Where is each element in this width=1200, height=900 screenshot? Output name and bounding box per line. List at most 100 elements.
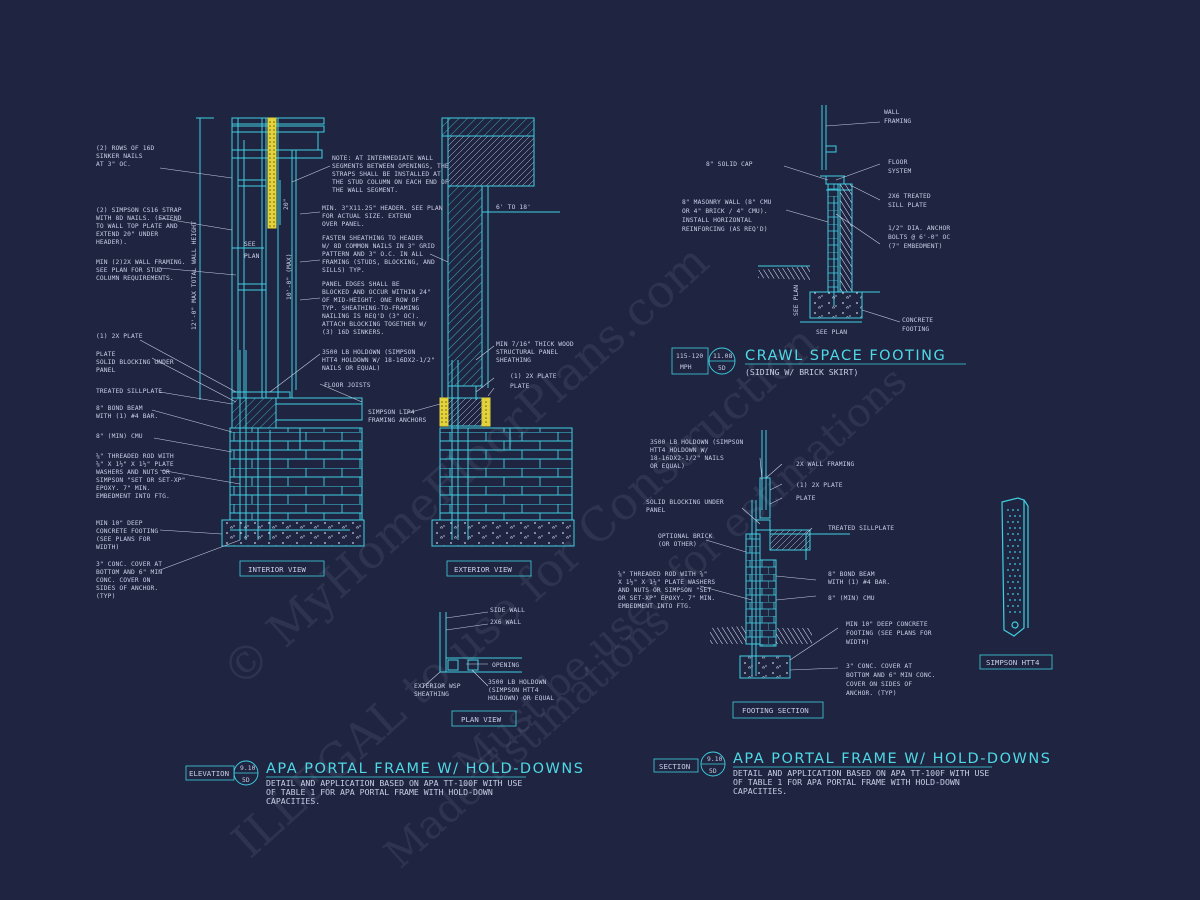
nail-hole: [1017, 557, 1019, 559]
dim-wall-height: 12'-0" MAX TOTAL WALL HEIGHT: [191, 221, 198, 330]
section-num-bottom: 5D: [709, 768, 717, 775]
section-num-top: 9.10: [707, 756, 723, 763]
crawl-num-top: 11.08: [713, 353, 733, 360]
note-ext-plate: (1) 2x PLATE: [510, 373, 557, 380]
nail-hole: [1007, 521, 1009, 523]
nail-hole: [1007, 509, 1009, 511]
nail-hole: [1007, 557, 1009, 559]
nail-hole: [1019, 551, 1021, 553]
nail-hole: [1017, 581, 1019, 583]
note-side-wall: SIDE WALL: [490, 607, 525, 614]
nail-hole: [1017, 605, 1019, 607]
crawl-space-subtitle: (SIDING W/ BRICK SKIRT): [745, 367, 858, 377]
nail-hole: [1019, 563, 1021, 565]
nail-hole: [1014, 527, 1016, 529]
nail-hole: [1012, 569, 1014, 571]
note-cmu: 8" (MIN) CMU: [96, 433, 143, 440]
nail-hole: [1014, 611, 1016, 613]
interior-view-label: INTERIOR VIEW: [248, 565, 306, 574]
exterior-view-label: EXTERIOR VIEW: [454, 565, 512, 574]
sec-note-treated-sill: TREATED SILLPLATE: [828, 525, 894, 532]
simpson-htt4-illustration: [1001, 497, 1029, 637]
nail-hole: [1019, 587, 1021, 589]
note-ext-plate2: PLATE: [510, 383, 530, 390]
sec-note-optional-brick: OPTIONAL BRICK(OR OTHER): [658, 533, 713, 548]
sec-note-wall-framing: 2x WALL FRAMING: [796, 461, 854, 468]
footing-section-drawing: [710, 430, 850, 679]
nail-hole: [1014, 587, 1016, 589]
sec-note-threaded-rod: ⅝" THREADED ROD WITH ⅝"x 1½" x 1½" PLATE…: [618, 570, 715, 610]
crawl-space-drawing: [758, 105, 880, 323]
nail-hole: [1012, 581, 1014, 583]
nail-hole: [1009, 527, 1011, 529]
elevation-num-bottom: 5D: [242, 777, 250, 784]
nail-hole: [1007, 593, 1009, 595]
nail-hole: [1007, 581, 1009, 583]
nail-hole: [1009, 575, 1011, 577]
nail-hole: [1017, 521, 1019, 523]
nail-hole: [1009, 563, 1011, 565]
nail-hole: [1017, 533, 1019, 535]
dim-10-max: 10'-0" (MAX): [286, 253, 293, 300]
crawl-see-plan-vertical: SEE PLAN: [793, 285, 800, 316]
section-title: APA PORTAL FRAME W/ HOLD-DOWNS: [733, 751, 1051, 767]
crawl-num-bottom: 5D: [718, 365, 726, 372]
nail-hole: [1019, 527, 1021, 529]
nail-hole: [1019, 539, 1021, 541]
nail-hole: [1019, 611, 1021, 613]
nail-hole: [1012, 557, 1014, 559]
interior-view-drawing: [196, 117, 365, 547]
nail-hole: [1009, 539, 1011, 541]
elevation-tag: ELEVATION: [189, 769, 229, 778]
elevation-title: APA PORTAL FRAME W/ HOLD-DOWNS: [266, 761, 584, 777]
note-plate: (1) 2x PLATE: [96, 333, 143, 340]
view-labels: INTERIOR VIEW EXTERIOR VIEW PLAN VIEW: [239, 560, 532, 727]
crawl-space-title: CRAWL SPACE FOOTING: [745, 348, 946, 364]
nail-hole: [1017, 545, 1019, 547]
dim-6-to-18: 6' TO 18': [496, 204, 531, 211]
footing-section-label: FOOTING SECTION: [742, 706, 809, 715]
nail-hole: [1017, 593, 1019, 595]
crawl-note-solid-cap: 8" SOLID CAP: [706, 161, 753, 168]
plan-view-drawing: [439, 612, 522, 673]
leader-lines: [139, 121, 901, 689]
nail-hole: [1012, 593, 1014, 595]
nail-hole: [1014, 551, 1016, 553]
sec-note-plate2: PLATE: [796, 495, 816, 502]
elevation-title-block: ELEVATION 9.10 5D APA PORTAL FRAME W/ HO…: [185, 760, 584, 806]
nail-hole: [1012, 605, 1014, 607]
nail-hole: [1012, 533, 1014, 535]
nail-hole: [1007, 605, 1009, 607]
nail-hole: [1019, 515, 1021, 517]
nail-hole: [1012, 521, 1014, 523]
sec-note-plate1: (1) 2x PLATE: [796, 482, 843, 489]
section-desc: DETAIL AND APPLICATION BASED ON APA TT-1…: [733, 768, 989, 796]
nail-hole: [1014, 539, 1016, 541]
nail-hole: [1017, 509, 1019, 511]
nail-hole: [1009, 599, 1011, 601]
elevation-num-top: 9.10: [240, 765, 256, 772]
nail-hole: [1009, 551, 1011, 553]
